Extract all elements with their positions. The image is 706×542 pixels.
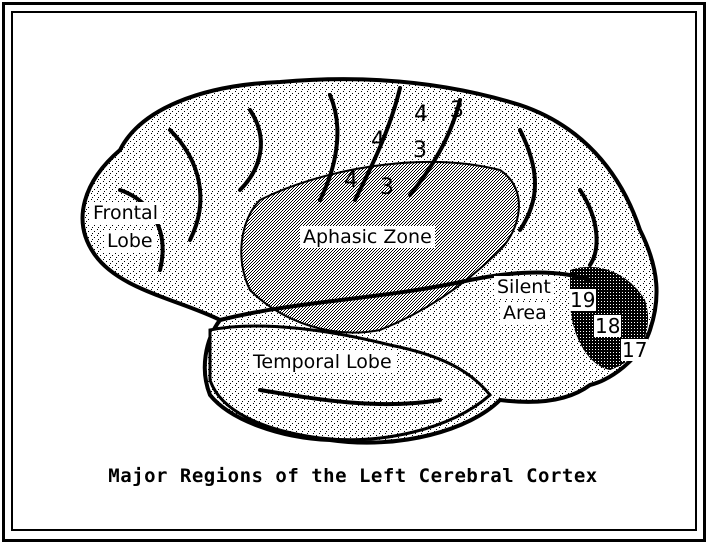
inner-frame [11,11,697,531]
sulci [118,86,599,407]
frontal-lobe-label-line2: Lobe [104,230,156,252]
area-number-3-low: 3 [380,175,394,200]
aphasic-zone-label: Aphasic Zone [300,226,435,248]
area-number-3-top: 3 [450,98,464,123]
area-number-4-mid: 4 [371,128,385,153]
area-number-3-mid: 3 [413,138,427,163]
silent-area-label-line1: Silent [494,276,554,298]
area-number-18: 18 [594,314,622,338]
area-number-17: 17 [621,338,649,362]
area-number-19: 19 [569,288,597,312]
frontal-lobe-label-line1: Frontal [90,202,161,224]
area-number-4-top: 4 [414,102,428,127]
figure-caption: Major Regions of the Left Cerebral Corte… [108,465,598,487]
temporal-lobe-label: Temporal Lobe [250,351,395,373]
area-number-4-low: 4 [344,168,358,193]
silent-area-label-line2: Area [500,302,550,324]
